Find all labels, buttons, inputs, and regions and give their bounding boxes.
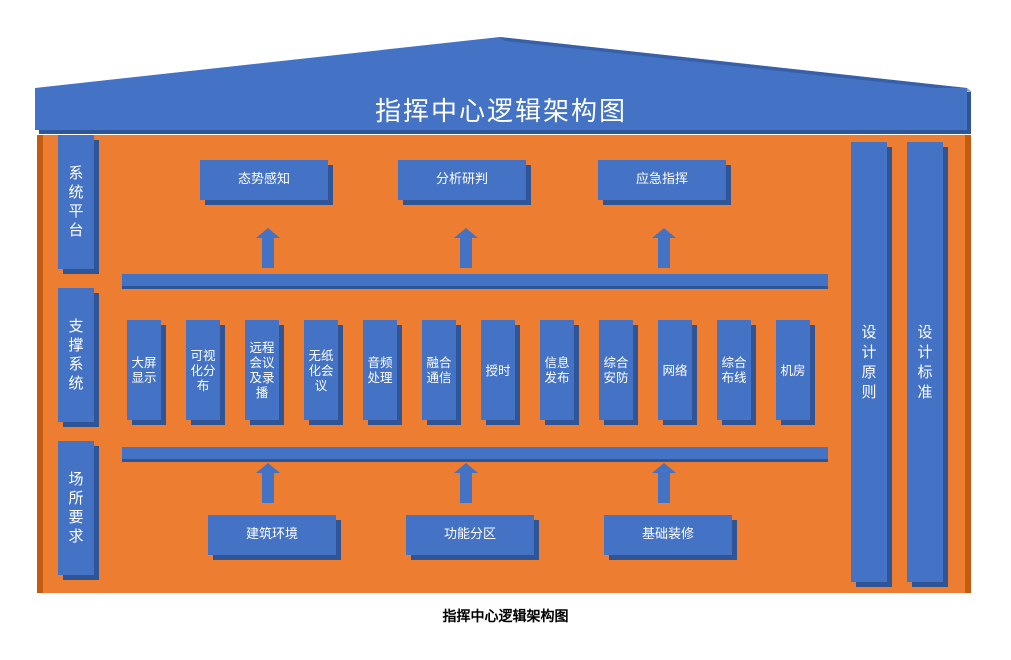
top-box-analysis-judgment: 分析研判 (398, 160, 526, 200)
module-visual-distribution: 可视化分布 (186, 320, 220, 420)
bottom-box-building-environment: 建筑环境 (208, 515, 336, 555)
left-label-text: 系统平台 (68, 164, 84, 239)
figure-caption: 指挥中心逻辑架构图 (442, 609, 569, 625)
module-label: 网络 (662, 362, 688, 378)
module-cabling: 综合布线 (717, 320, 751, 420)
upper-divider-bar (122, 274, 828, 286)
module-converged-communication: 融合通信 (422, 320, 456, 420)
module-label: 可视化分布 (190, 347, 216, 393)
bottom-box-basic-decoration: 基础装修 (604, 515, 732, 555)
module-label: 授时 (485, 362, 511, 378)
up-arrow-icon (652, 228, 676, 268)
right-label-design-principles: 设计原则 (851, 142, 887, 582)
module-information-release: 信息发布 (540, 320, 574, 420)
module-label: 信息发布 (544, 355, 570, 385)
module-remote-meeting: 远程会议及录播 (245, 320, 279, 420)
right-label-text: 设计原则 (861, 323, 877, 401)
module-label: 远程会议及录播 (249, 340, 275, 400)
module-label: 无纸化会议 (308, 347, 334, 393)
left-label-site-requirements: 场所要求 (58, 441, 94, 575)
top-box-emergency-command: 应急指挥 (598, 160, 726, 200)
module-big-screen: 大屏显示 (127, 320, 161, 420)
module-label: 音频处理 (367, 355, 393, 385)
right-label-text: 设计标准 (917, 323, 933, 401)
left-label-text: 支撑系统 (68, 317, 84, 392)
bottom-box-functional-zoning: 功能分区 (406, 515, 534, 555)
left-label-support-system: 支撑系统 (58, 288, 94, 422)
right-label-design-standards: 设计标准 (907, 142, 943, 582)
module-audio-processing: 音频处理 (363, 320, 397, 420)
module-label: 综合安防 (603, 355, 629, 385)
up-arrow-icon (256, 228, 280, 268)
module-label: 融合通信 (426, 355, 452, 385)
up-arrow-icon (454, 228, 478, 268)
left-label-system-platform: 系统平台 (58, 135, 94, 269)
module-label: 机房 (780, 362, 806, 378)
module-label: 综合布线 (721, 355, 747, 385)
module-network: 网络 (658, 320, 692, 420)
module-security: 综合安防 (599, 320, 633, 420)
module-label: 大屏显示 (131, 355, 157, 385)
module-paperless-meeting: 无纸化会议 (304, 320, 338, 420)
left-label-text: 场所要求 (68, 470, 84, 545)
lower-divider-bar (122, 447, 828, 459)
page-title: 指挥中心逻辑架构图 (35, 88, 967, 130)
roof-shape (35, 37, 972, 92)
module-time-service: 授时 (481, 320, 515, 420)
up-arrow-icon (652, 463, 676, 503)
top-box-situation-awareness: 态势感知 (200, 160, 328, 200)
module-server-room: 机房 (776, 320, 810, 420)
up-arrow-icon (454, 463, 478, 503)
up-arrow-icon (256, 463, 280, 503)
